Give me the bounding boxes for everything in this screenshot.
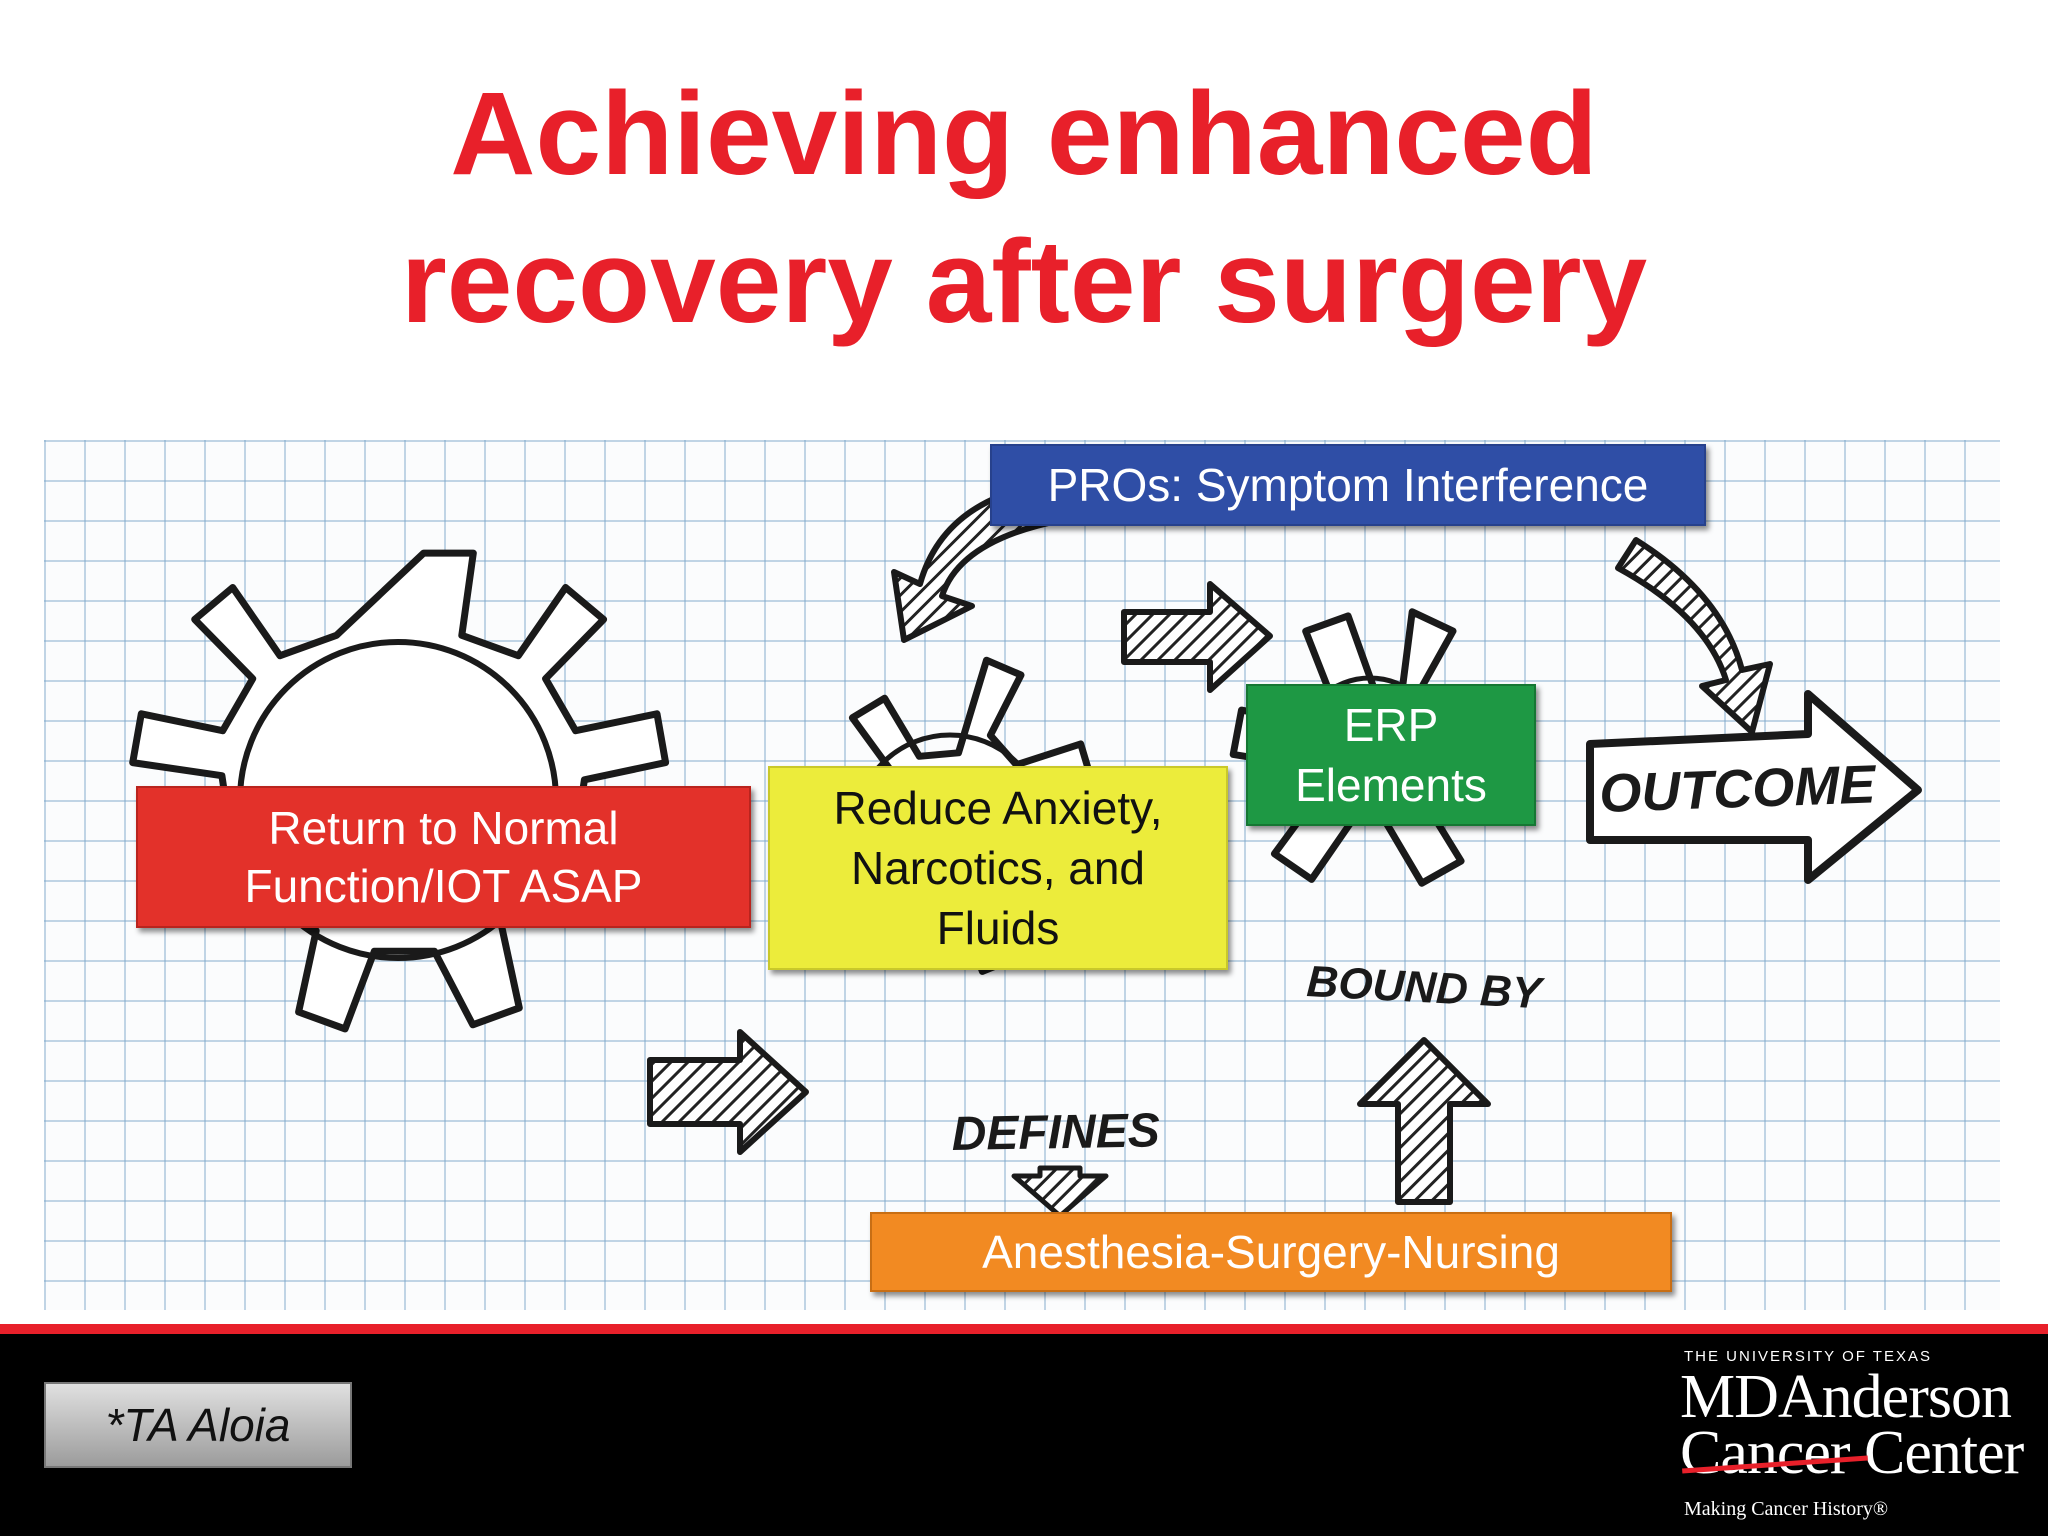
pros-symptom-box: PROs: Symptom Interference [990,444,1706,526]
logo-tagline: Making Cancer History® [1684,1498,1889,1520]
pros-symptom-label: PROs: Symptom Interference [1047,459,1649,511]
citation-text: *TA Aloia [105,1399,291,1451]
return-to-normal-box: Return to Normal Function/IOT ASAP [136,786,751,928]
erp-line-1: ERP [1343,699,1439,751]
curved-arrow-right [1615,537,1773,735]
return-line-1: Return to Normal [268,802,619,854]
arrow-to-middle-gear [647,1029,809,1155]
logo-line-2: Cancer Center [1680,1419,2024,1487]
return-line-2: Function/IOT ASAP [244,860,643,912]
reduce-line-1: Reduce Anxiety, [833,782,1163,834]
reduce-line-2: Narcotics, and [850,842,1145,894]
outcome-arrow [1586,690,1922,884]
slide-title: Achieving enhanced recovery after surger… [0,60,2048,356]
erp-line-2: Elements [1295,759,1487,811]
md-anderson-logo: THE UNIVERSITY OF TEXAS MDAnderson Cance… [1680,1340,2040,1530]
team-label: Anesthesia-Surgery-Nursing [982,1226,1560,1278]
reduce-anxiety-box: Reduce Anxiety, Narcotics, and Fluids [768,766,1228,970]
logo-line-1: MDAnderson [1680,1363,2012,1431]
arrow-defines-down [1011,1165,1109,1219]
defines-label: DEFINES [951,1104,1160,1161]
bound-by-label: BOUND BY [1305,957,1546,1018]
arrow-bound-by-up [1357,1037,1491,1205]
citation-badge: *TA Aloia [44,1382,352,1468]
erp-elements-box: ERP Elements [1246,684,1536,826]
arrow-to-small-gear [1121,581,1273,693]
title-line-2: recovery after surgery [400,216,1648,348]
title-line-1: Achieving enhanced [450,68,1598,200]
logo-university: THE UNIVERSITY OF TEXAS [1684,1348,1932,1365]
anesthesia-surgery-nursing-box: Anesthesia-Surgery-Nursing [870,1212,1672,1292]
reduce-line-3: Fluids [936,902,1060,954]
outcome-label: OUTCOME [1598,754,1878,824]
